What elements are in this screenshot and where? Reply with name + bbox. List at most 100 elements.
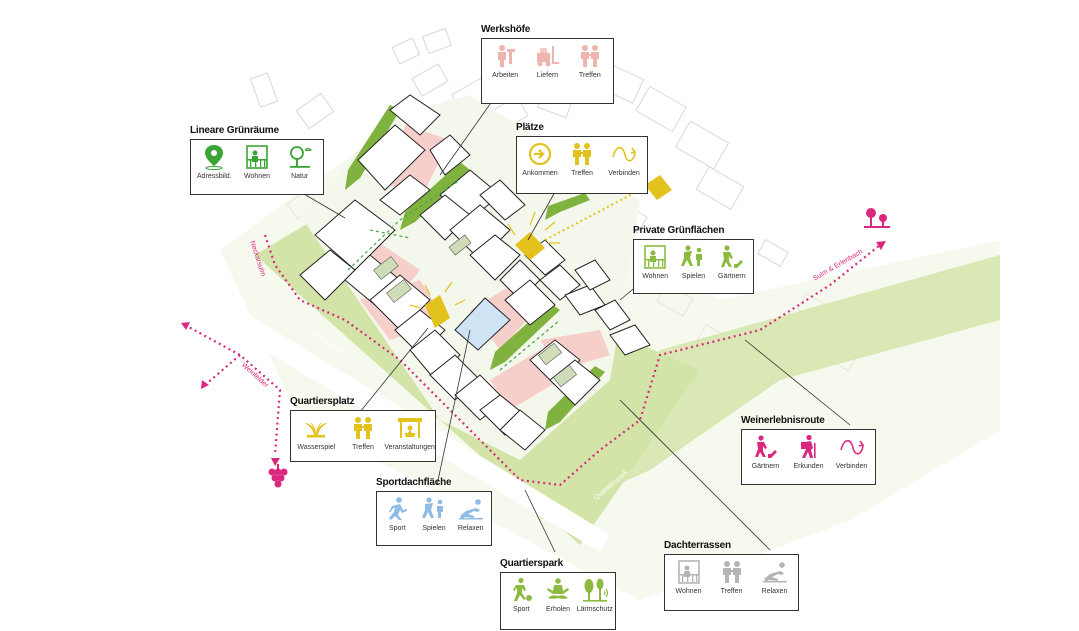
panel-title: Plätze	[516, 122, 544, 133]
legend-item: Gärtnern	[744, 434, 787, 470]
legend-item: Relaxen	[452, 496, 489, 532]
legend-item: Treffen	[569, 43, 611, 79]
panel-title: Sportdachfläche	[376, 477, 452, 488]
legend-item: Treffen	[710, 559, 753, 595]
tree-icon	[289, 146, 312, 168]
legend-item-label: Verbinden	[608, 170, 640, 177]
legend-item: Erholen	[540, 577, 577, 613]
legend-item-label: Treffen	[720, 588, 743, 595]
legend-item-label: Gärtnern	[718, 273, 746, 280]
forklift-icon	[537, 46, 560, 67]
panel-box: Wasserspiel Treffen Veranstaltungen	[290, 410, 436, 462]
legend-item-label: Verbinden	[835, 463, 868, 470]
relax-icon	[458, 499, 483, 520]
balcony-icon	[677, 560, 700, 584]
legend-item-label: Wohnen	[244, 173, 270, 180]
meditation-icon	[547, 578, 569, 599]
legend-item-label: Gärtnern	[751, 463, 780, 470]
panel-box: Wohnen Spielen Gärtnern	[633, 239, 754, 294]
legend-item-label: Ankommen	[522, 170, 558, 177]
legend-item-label: Treffen	[578, 72, 601, 79]
legend-item-label: Relaxen	[457, 525, 484, 532]
grapes-icon	[268, 464, 288, 488]
wine-route	[184, 234, 881, 487]
legend-item: Veranstaltungen	[384, 415, 435, 451]
panel-box: Adressbild. Wohnen Natur	[190, 139, 324, 195]
noise-barrier-icon	[582, 578, 608, 602]
legend-item-label: Sport	[512, 606, 530, 613]
legend-item: Sport	[379, 496, 416, 532]
panel-box: Sport Erholen Lärmschutz	[500, 572, 616, 630]
meeting-icon	[722, 561, 741, 583]
legend-item-label: Natur	[291, 173, 309, 180]
legend-item: Erkunden	[787, 434, 830, 470]
legend-item-label: Treffen	[352, 444, 374, 451]
legend-item-label: Arbeiten	[492, 72, 519, 79]
football-icon	[513, 577, 533, 601]
connect-icon	[612, 146, 637, 162]
legend-item: Gärtnern	[713, 244, 751, 280]
legend-item: Lärmschutz	[576, 577, 613, 613]
legend-item-label: Wasserspiel	[297, 444, 336, 451]
legend-item-label: Erkunden	[793, 463, 824, 470]
location-pin-icon	[205, 145, 224, 170]
legend-item-label: Lärmschutz	[576, 606, 613, 613]
legend-item-label: Wohnen	[642, 273, 669, 280]
relax-icon	[762, 562, 787, 583]
fountain-icon	[304, 422, 329, 438]
legend-item-label: Relaxen	[761, 588, 788, 595]
legend-item-label: Liefern	[536, 72, 559, 79]
panel-title: Weinerlebnisroute	[741, 415, 825, 426]
legend-item: Spielen	[674, 244, 712, 280]
legend-item: Liefern	[526, 43, 568, 79]
legend-item-label: Spielen	[422, 525, 446, 532]
legend-item-label: Wohnen	[675, 588, 702, 595]
balcony-icon	[644, 245, 666, 269]
legend-item-label: Erholen	[545, 606, 571, 613]
panel-box: Gärtnern Erkunden Verbinden	[741, 429, 876, 485]
legend-item-label: Spielen	[681, 273, 706, 280]
panel-title: Quartierspark	[500, 558, 563, 569]
hiker-icon	[800, 434, 816, 458]
gardening-icon	[754, 435, 777, 458]
square-rays	[409, 211, 560, 309]
green-dashed-paths	[347, 179, 561, 371]
panel-title: Lineare Grünräume	[190, 125, 279, 136]
green-band-east	[540, 255, 1000, 520]
legend-item: Wohnen	[667, 559, 710, 595]
legend-item: Sport	[503, 577, 540, 613]
worker-icon	[498, 45, 516, 67]
green-roofs	[373, 234, 577, 388]
connect-icon	[839, 439, 864, 455]
panel-title: Dachterrassen	[664, 540, 731, 551]
legend-item-label: Adressbild.	[197, 173, 232, 180]
route-arrowheads	[181, 241, 886, 466]
meeting-icon	[580, 45, 599, 67]
panel-title: Werkshöfe	[481, 24, 531, 35]
meeting-icon	[573, 143, 591, 165]
panel-box: Ankommen Treffen Verbinden	[516, 136, 648, 194]
play-icon	[422, 497, 443, 518]
balcony-icon	[246, 145, 268, 169]
play-icon	[681, 245, 703, 266]
legend-item: Natur	[278, 144, 321, 180]
legend-item: Spielen	[416, 496, 453, 532]
runner-icon	[389, 497, 408, 520]
panel-box: Wohnen Treffen Relaxen	[664, 554, 799, 611]
arrive-icon	[528, 142, 552, 166]
legend-item: Wasserspiel	[294, 415, 338, 451]
legend-item: Verbinden	[603, 141, 645, 177]
legend-item: Adressbild.	[193, 144, 236, 180]
legend-item: Wohnen	[236, 144, 279, 180]
legend-item-label: Treffen	[571, 170, 593, 177]
